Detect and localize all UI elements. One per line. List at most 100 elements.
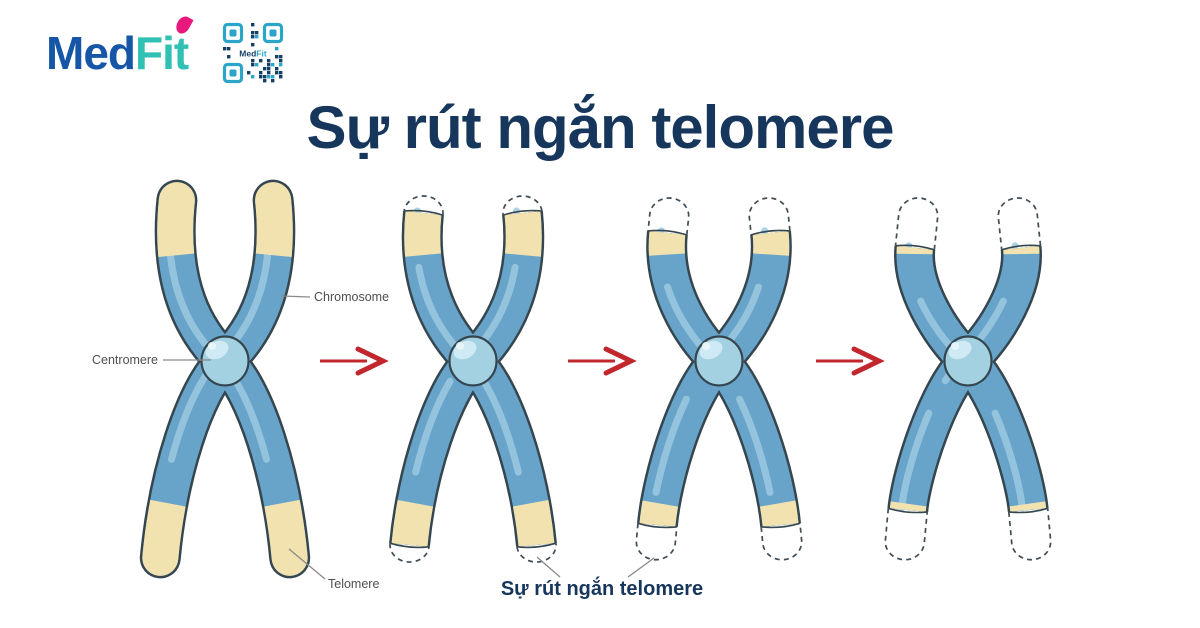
chromosome-stage-3 bbox=[635, 197, 803, 561]
telomere-cut-edge bbox=[404, 209, 444, 216]
qr-module bbox=[267, 63, 271, 67]
chromatid-highlight bbox=[165, 194, 288, 560]
logo-med-text: Med bbox=[46, 27, 136, 79]
lost-telomere-dashed-outline bbox=[894, 197, 939, 250]
qr-module bbox=[279, 59, 283, 63]
qr-finder-icon bbox=[222, 22, 244, 44]
lost-telomere-dashed-outline bbox=[760, 523, 803, 561]
telomere-cut-edge bbox=[389, 542, 430, 549]
qr-module bbox=[255, 35, 259, 39]
qr-module bbox=[279, 63, 283, 67]
chromatid-highlight bbox=[150, 194, 273, 560]
qr-module bbox=[271, 75, 275, 79]
chromatid-highlight bbox=[400, 207, 522, 547]
qr-code-icon: MedFit bbox=[222, 22, 284, 84]
arrow-right-icon bbox=[320, 346, 389, 376]
qr-module bbox=[251, 43, 255, 47]
qr-label-text: MedFit bbox=[239, 49, 267, 59]
lost-telomere-dashed-outline bbox=[647, 197, 690, 235]
lost-telomere-dashed-outline bbox=[884, 508, 929, 561]
qr-module bbox=[251, 35, 255, 39]
qr-module bbox=[223, 47, 227, 51]
telomere-cut-edge bbox=[1008, 507, 1048, 514]
qr-module bbox=[275, 47, 279, 51]
qr-module bbox=[251, 63, 255, 67]
lost-telomere-dashed-outline bbox=[502, 195, 543, 216]
telomere-cut-edge bbox=[502, 209, 542, 216]
chromatid-highlight bbox=[412, 207, 534, 547]
telomere-cap-dome bbox=[255, 182, 292, 219]
qr-finder-icon bbox=[222, 62, 244, 84]
qr-module bbox=[275, 71, 279, 75]
qr-module bbox=[227, 55, 231, 59]
telomere-cut-edge bbox=[888, 507, 928, 514]
leader-shortening-left bbox=[536, 556, 561, 578]
qr-module bbox=[255, 31, 259, 35]
telomere-cut-edge bbox=[648, 229, 688, 236]
lost-telomere-dashed-outline bbox=[516, 543, 557, 563]
telomere-cut-edge bbox=[637, 522, 677, 529]
lost-telomere-dashed-outline bbox=[403, 195, 444, 216]
qr-module bbox=[267, 67, 271, 71]
qr-module bbox=[263, 79, 267, 83]
telomere-cut-edge bbox=[1001, 244, 1041, 251]
qr-module bbox=[251, 31, 255, 35]
qr-finder-center bbox=[229, 29, 237, 37]
lost-telomere-dashed-outline bbox=[635, 523, 678, 561]
qr-module bbox=[267, 75, 271, 79]
qr-finder-center bbox=[229, 69, 237, 77]
centromere-glint bbox=[456, 342, 464, 350]
telomere-cut-edge bbox=[761, 522, 801, 529]
arrow-right-icon bbox=[816, 346, 885, 376]
centromere-glint bbox=[951, 342, 959, 350]
qr-finder-icon bbox=[262, 22, 284, 44]
telomere-cap-dome bbox=[158, 182, 195, 219]
qr-module bbox=[259, 59, 263, 63]
leader-telomere bbox=[288, 548, 326, 580]
label-centromere: Centromere bbox=[92, 353, 158, 367]
qr-module bbox=[275, 67, 279, 71]
telomere-cap-dome bbox=[271, 539, 308, 576]
centromere-glint bbox=[208, 342, 216, 350]
arrow-right-icon bbox=[568, 346, 637, 376]
qr-module bbox=[259, 71, 263, 75]
lost-telomere-dashed-outline bbox=[997, 197, 1042, 250]
label-telomere-shortening: Sự rút ngắn telomere bbox=[500, 578, 704, 600]
leader-chromosome bbox=[280, 295, 311, 298]
qr-module bbox=[271, 79, 275, 83]
qr-module bbox=[279, 71, 283, 75]
qr-module bbox=[251, 59, 255, 63]
lost-telomere-dashed-outline bbox=[389, 543, 430, 563]
leader-shortening-right bbox=[627, 557, 655, 578]
qr-module bbox=[227, 47, 231, 51]
qr-module bbox=[259, 75, 263, 79]
qr-module bbox=[267, 59, 271, 63]
qr-label-chip bbox=[231, 47, 275, 59]
qr-module bbox=[255, 63, 259, 67]
lost-telomere-dashed-outline bbox=[748, 197, 791, 235]
qr-module bbox=[251, 75, 255, 79]
logo-fit-text: Fit bbox=[135, 27, 189, 79]
chromosome-stage-4 bbox=[884, 197, 1052, 561]
label-telomere: Telomere bbox=[328, 577, 380, 591]
chromosome-stage-2 bbox=[389, 195, 557, 563]
chromosome-stage-1 bbox=[139, 179, 311, 579]
telomere-cut-edge bbox=[895, 244, 935, 251]
lost-telomere-dashed-outline bbox=[1007, 508, 1052, 561]
qr-module bbox=[263, 67, 267, 71]
telomere-cut-edge bbox=[750, 229, 790, 236]
telomere-cut-edge bbox=[516, 542, 557, 549]
qr-module bbox=[271, 63, 275, 67]
qr-module bbox=[267, 71, 271, 75]
centromere-glint bbox=[702, 342, 710, 350]
qr-module bbox=[247, 71, 251, 75]
qr-module bbox=[279, 55, 283, 59]
qr-module bbox=[251, 23, 255, 27]
label-chromosome: Chromosome bbox=[314, 290, 390, 304]
qr-module bbox=[263, 75, 267, 79]
telomere-cap-dome bbox=[142, 539, 179, 576]
